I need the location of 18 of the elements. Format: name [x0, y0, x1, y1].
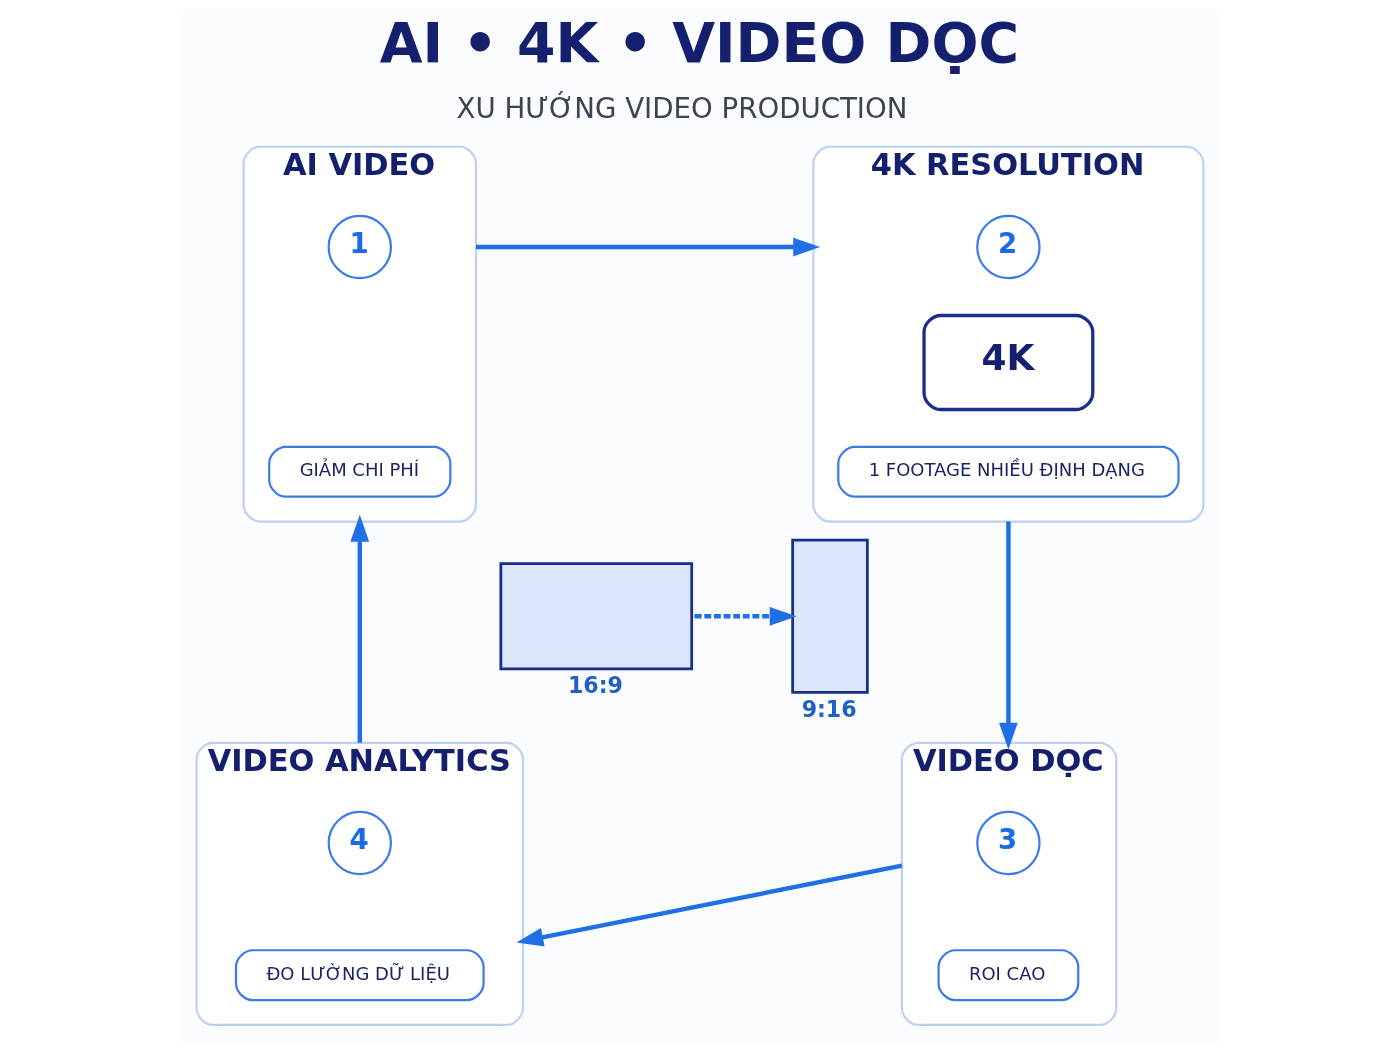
label: XU HƯỚNG VIDEO PRODUCTION	[456, 91, 908, 125]
node-circle: 3	[976, 810, 1041, 876]
node-box: ROI CAO	[937, 949, 1080, 1002]
arrow	[475, 237, 821, 257]
arrow	[350, 514, 370, 743]
node-circle: 1	[327, 214, 392, 280]
node-box: 1 FOOTAGE NHIỀU ĐỊNH DẠNG	[837, 445, 1180, 498]
arrow	[999, 521, 1018, 750]
diagram-title: AI • 4K • VIDEO DỌC	[379, 11, 1020, 76]
node-circle: 2	[976, 214, 1041, 280]
node-box: ĐO LƯỜNG DỮ LIỆU	[234, 949, 485, 1002]
node-circle: 4	[327, 810, 392, 876]
node-box: 4K	[922, 313, 1095, 412]
node-label: 16:9	[567, 672, 623, 699]
node-box: GIẢM CHI PHÍ	[268, 445, 452, 498]
arrow	[694, 606, 797, 626]
arrow	[516, 863, 903, 947]
node-label: 9:16	[801, 695, 857, 722]
